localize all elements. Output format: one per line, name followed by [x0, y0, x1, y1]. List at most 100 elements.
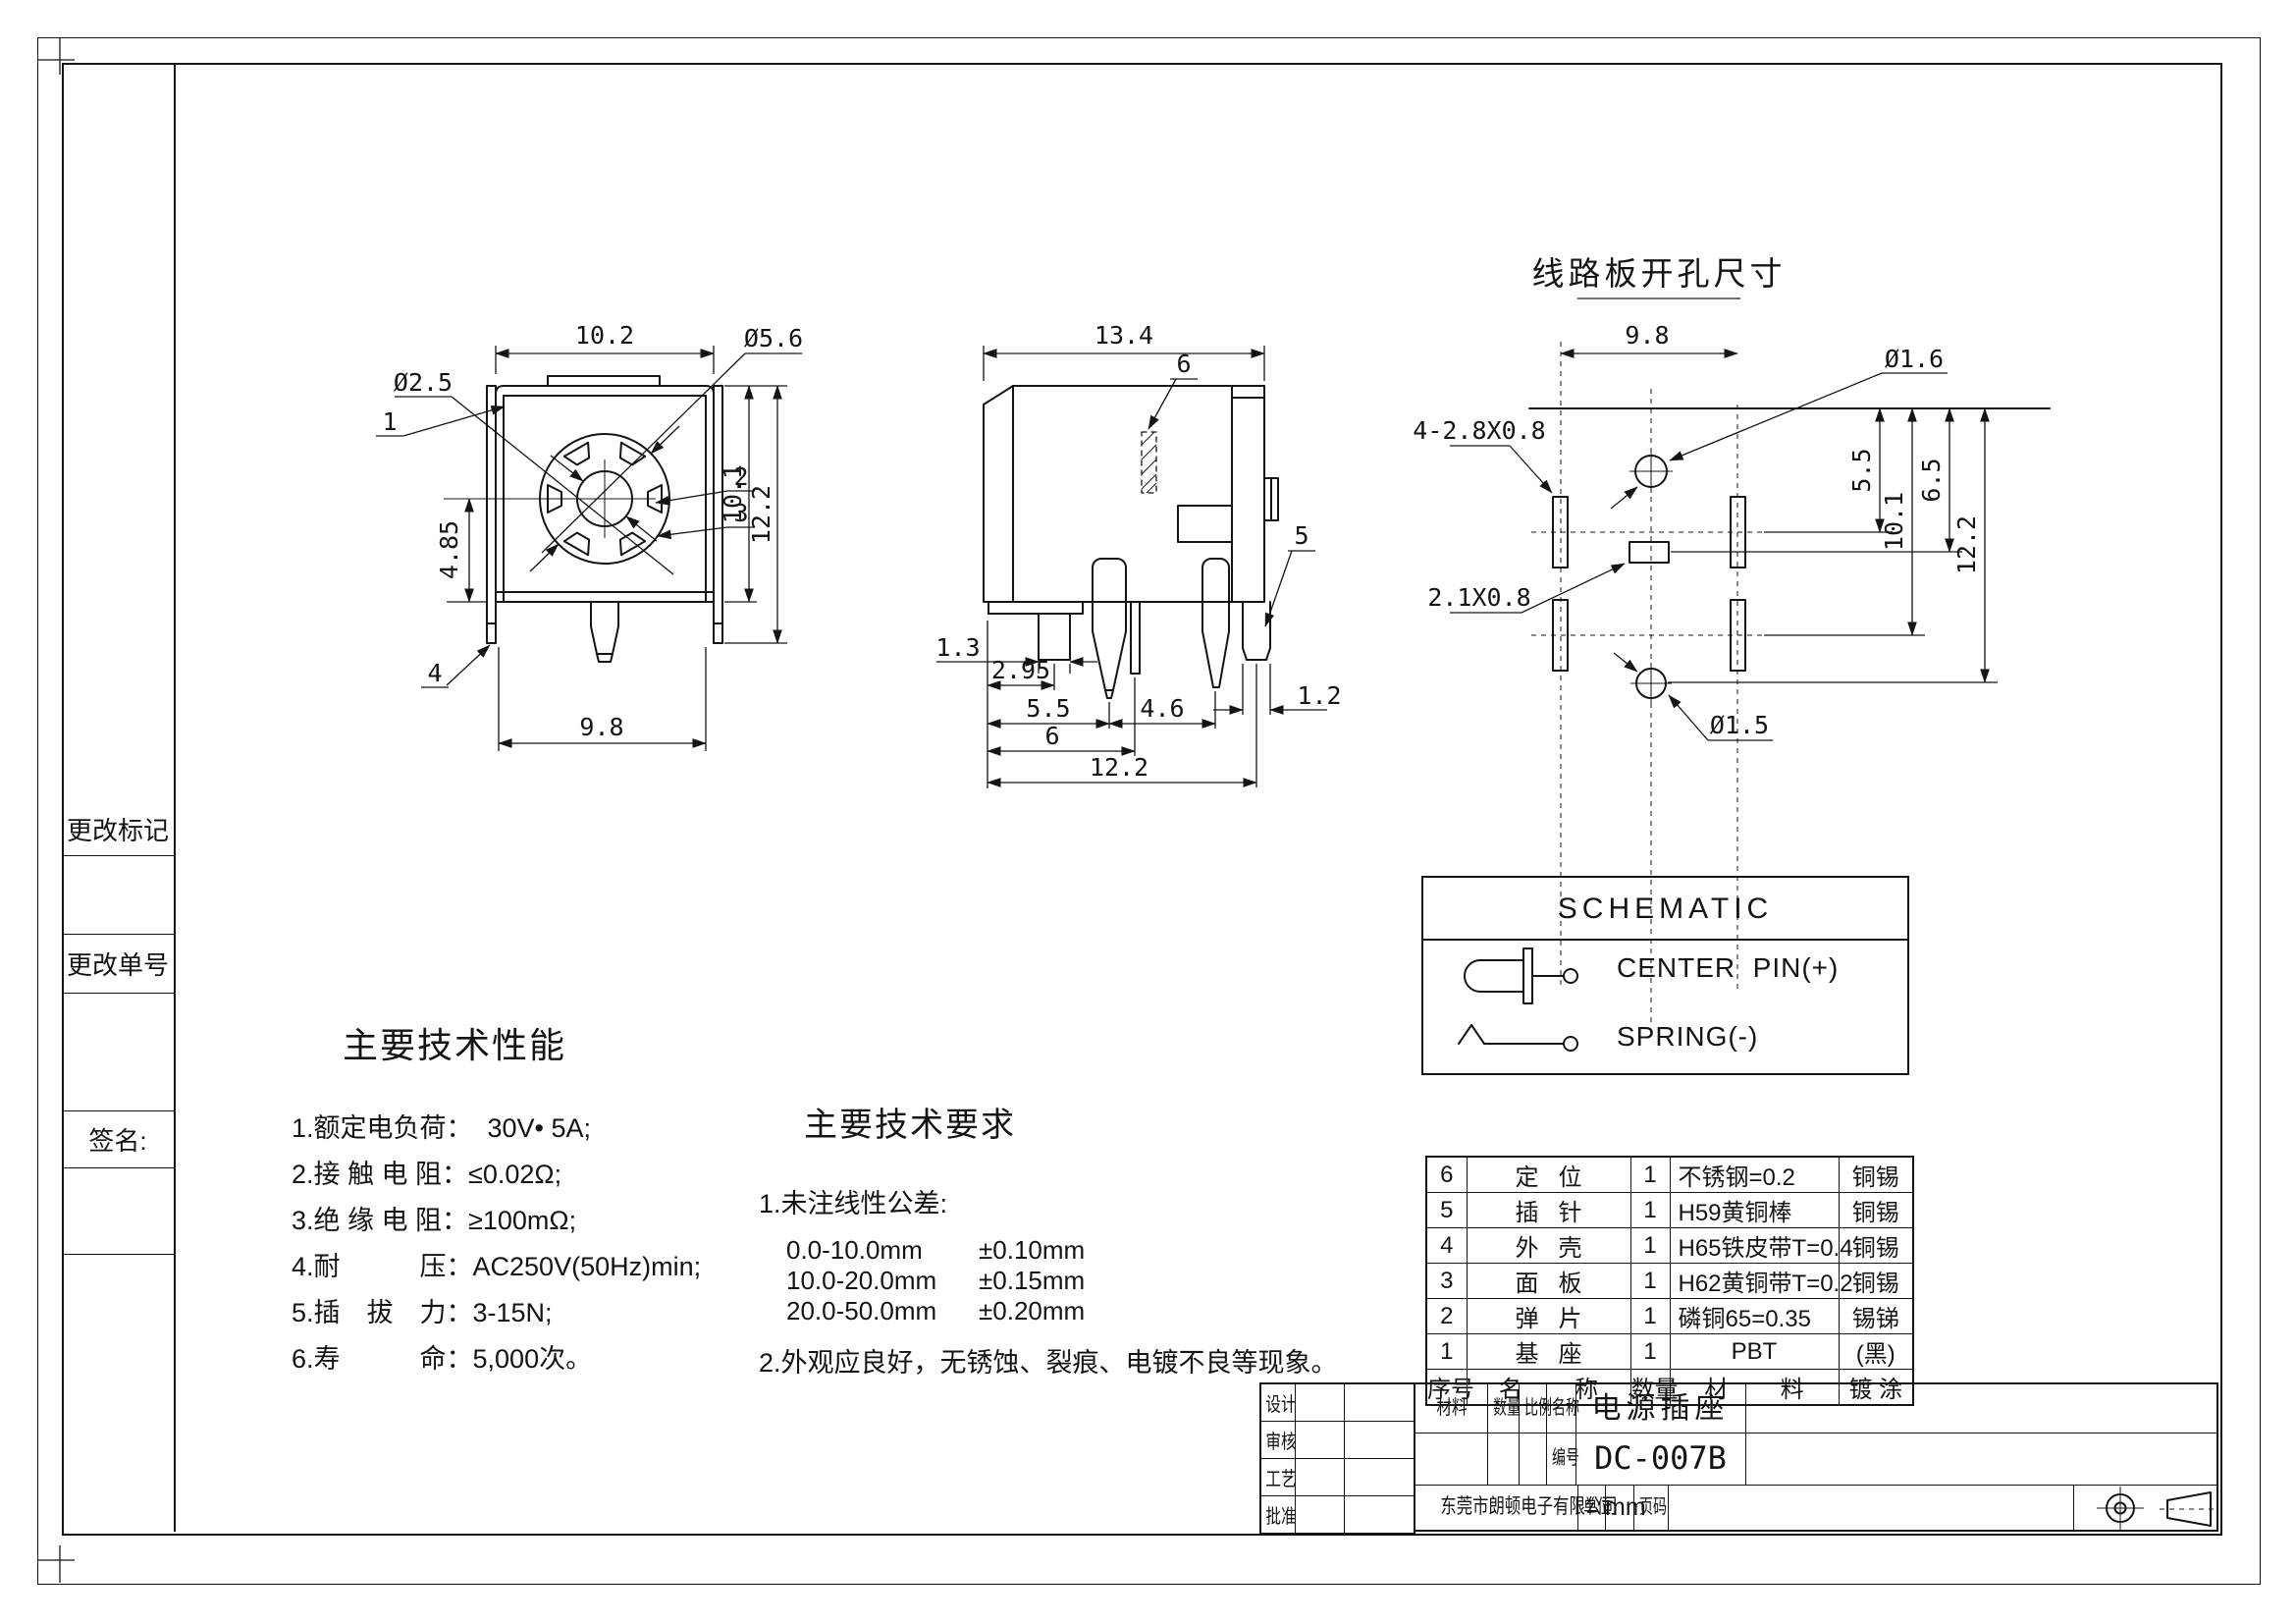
review-label: 审核: [1259, 1421, 1297, 1459]
bom-item-no: 4: [1425, 1227, 1468, 1264]
revision-mark-label: 更改标记: [66, 816, 169, 845]
date-cell[interactable]: [1343, 1421, 1415, 1459]
side-view-outline: [983, 385, 1279, 699]
schematic-box: SCHEMATIC CENTER PIN(+) SPRING(-): [1421, 876, 1909, 1075]
callout-label: 5: [1294, 521, 1308, 550]
tolerance-range: 0.0-10.0mm: [786, 1235, 923, 1265]
scale-label: 比例: [1524, 1397, 1552, 1419]
bom-part-name: 插 针: [1466, 1192, 1631, 1228]
spec-section: 主要技术性能 1.额定电负荷： 30V• 5A; 2.接 触 电 阻：≤0.02…: [292, 1017, 753, 1382]
callout-label: 4: [427, 659, 442, 687]
pcb-view-centerlines: [1531, 342, 1763, 1023]
bom-qty: 1: [1629, 1333, 1671, 1370]
pcb-view-dimension-lines: [1450, 349, 1998, 741]
revision-order-label: 更改单号: [66, 950, 169, 980]
review-label-text: 审核: [1265, 1432, 1297, 1453]
bom-item-no: 2: [1425, 1298, 1468, 1334]
tolerance-row: 20.0-50.0mm ±0.20mm: [786, 1296, 1308, 1326]
date-cell[interactable]: [1343, 1458, 1415, 1496]
signature-label: 签名:: [88, 1126, 147, 1156]
bom-row: 6 定 位 1 不锈钢=0.2 铜锡: [1425, 1156, 1914, 1193]
bom-plating: 锡锑: [1838, 1298, 1914, 1334]
revision-cell: [62, 1167, 174, 1254]
bom-header: 材 料: [1669, 1369, 1840, 1406]
bom-header: 序号: [1425, 1369, 1474, 1406]
date-cell[interactable]: [1343, 1495, 1415, 1535]
bom-qty: 1: [1629, 1156, 1671, 1193]
side-view-dimension-lines: [936, 346, 1327, 788]
code-label: 编号: [1552, 1447, 1579, 1469]
tolerance-value: ±0.20mm: [979, 1296, 1086, 1325]
title-block: 材料 数量 比例 名称 电源插座 编号 DC-007B 东莞市朗顿电子有限公司 …: [1414, 1382, 2218, 1532]
dim-label: 6: [1044, 722, 1059, 750]
dim-label: 2.95: [991, 656, 1050, 684]
corner-marks-icon: [37, 37, 75, 1583]
bom-material: H62黄铜带T=0.2: [1669, 1263, 1853, 1299]
approve-label: 批准: [1259, 1495, 1297, 1535]
pcb-view-dimension-labels: 9.8 Ø1.6 4-2.8X0.8 2.1X0.8 Ø1.5 5.5 10.1…: [1413, 321, 1981, 739]
front-view-centerlines: [444, 460, 656, 538]
bom-table: 6 定 位 1 不锈钢=0.2 铜锡 5 插 针 1 H59黄铜棒 铜锡 4 外…: [1425, 1156, 1914, 1406]
dim-label: 4.6: [1140, 694, 1184, 723]
bom-part-name: 外 壳: [1466, 1227, 1631, 1264]
bom-material: PBT: [1669, 1333, 1840, 1370]
revision-cell: [62, 855, 174, 934]
spec-item: 3.绝 缘 电 阻：≥100mΩ;: [292, 1206, 577, 1235]
side-view-dimension-labels: 13.4 6 5 1.3 2.95 5.5 4.6 1.2 6 12.2: [935, 321, 1341, 782]
dim-label: Ø5.6: [744, 324, 803, 352]
signature-row: 批准: [1259, 1495, 1415, 1535]
dim-label: 10.2: [575, 321, 634, 350]
signature-row: 设计: [1259, 1382, 1415, 1422]
spec-item: 2.接 触 电 阻：≤0.02Ω;: [292, 1160, 562, 1189]
bom-row: 1 基 座 1 PBT (黑): [1425, 1333, 1914, 1370]
design-label: 设计: [1259, 1382, 1297, 1422]
dim-label: 12.2: [747, 485, 775, 544]
tolerance-table: 0.0-10.0mm ±0.10mm 10.0-20.0mm±0.15mm 20.…: [786, 1235, 1308, 1326]
signature-cell[interactable]: [1294, 1421, 1345, 1459]
dim-label: 2.1X0.8: [1427, 583, 1530, 612]
requirements-section: 主要技术要求 1.未注线性公差: 0.0-10.0mm ±0.10mm 10.0-…: [759, 1098, 1338, 1386]
signature-cell[interactable]: [1294, 1458, 1345, 1496]
bom-row: 5 插 针 1 H59黄铜棒 铜锡: [1425, 1192, 1914, 1228]
bom-material: H59黄铜棒: [1669, 1192, 1840, 1228]
bom-qty: 1: [1629, 1263, 1671, 1299]
pcb-view-title: 线路板开孔尺寸: [1532, 255, 1783, 299]
unit-label: 单位: [1583, 1496, 1611, 1518]
signature-row: 审核: [1259, 1421, 1415, 1459]
schematic-spring-icon: [1458, 1024, 1578, 1052]
dim-label: 5.5: [1847, 448, 1876, 492]
revision-cell: [62, 1254, 174, 1532]
bom-header: 镀 涂: [1838, 1369, 1914, 1406]
tolerance-range: 20.0-50.0mm: [786, 1296, 937, 1325]
process-label: 工艺: [1259, 1458, 1297, 1496]
dim-label: 4-2.8X0.8: [1413, 416, 1545, 445]
bom-item-no: 5: [1425, 1192, 1468, 1228]
bom-qty: 1: [1629, 1298, 1671, 1334]
inner-frame: [62, 63, 2222, 1536]
tolerance-value: ±0.10mm: [979, 1235, 1086, 1265]
bom-material: 磷铜65=0.35: [1669, 1298, 1840, 1334]
bom-part-name: 弹 片: [1466, 1298, 1631, 1334]
tolerance-row: 10.0-20.0mm±0.15mm: [786, 1266, 1308, 1296]
bom-material: H65铁皮带T=0.4: [1669, 1227, 1853, 1264]
approve-label-text: 批准: [1265, 1506, 1297, 1528]
dim-label: 9.8: [579, 713, 623, 741]
callout-label: 3: [733, 499, 748, 527]
revision-cell: 签名:: [62, 1110, 174, 1167]
signature-cell[interactable]: [1294, 1495, 1345, 1535]
requirements-section-title: 主要技术要求: [804, 1107, 1016, 1144]
bom-qty: 1: [1629, 1227, 1671, 1264]
front-view-dimension-lines: [376, 346, 802, 751]
dim-label: 10.1: [719, 464, 747, 523]
outer-border: [37, 37, 2261, 1585]
signature-cell[interactable]: [1294, 1382, 1345, 1422]
projection-symbol-icon: [2097, 1487, 2216, 1530]
requirement-item: 1.未注线性公差:: [759, 1189, 948, 1218]
dim-label: 1.3: [935, 633, 980, 662]
bom-row: 4 外 壳 1 H65铁皮带T=0.4 铜锡: [1425, 1227, 1914, 1264]
date-cell[interactable]: [1343, 1382, 1415, 1422]
bom-plating: 铜锡: [1838, 1227, 1914, 1264]
schematic-plug-icon: [1464, 947, 1578, 1004]
dim-label: 12.2: [1090, 753, 1148, 782]
dim-label: 13.4: [1095, 321, 1153, 350]
